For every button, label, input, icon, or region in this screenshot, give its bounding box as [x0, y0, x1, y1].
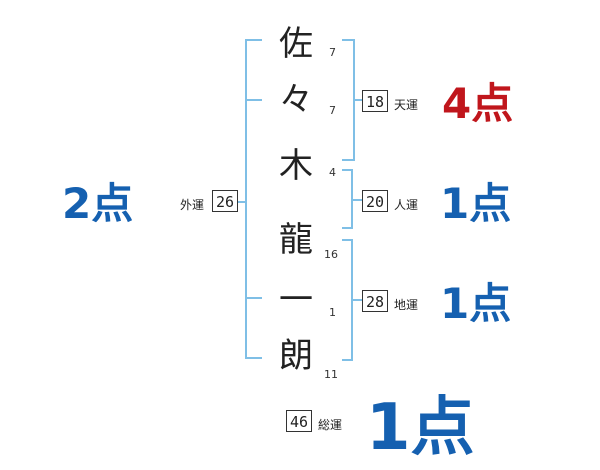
gaiun-bracket [245, 39, 262, 359]
name-char-5: 一 [279, 280, 313, 320]
stroke-count-3: 4 [329, 166, 336, 179]
jinun-label: 人運 [394, 198, 419, 212]
stroke-count-6: 11 [324, 368, 338, 381]
gaiun-label: 外運 [180, 198, 205, 212]
souun-value-box: 46 [286, 410, 312, 432]
stroke-count-2: 7 [329, 104, 336, 117]
stroke-count-5: 1 [329, 306, 336, 319]
chiun-value-box: 28 [362, 290, 388, 312]
jinun-value-box: 20 [362, 190, 388, 212]
gaiun-value-box: 26 [212, 190, 238, 212]
name-char-3: 木 [279, 146, 313, 186]
chiun-score: 1点 [440, 279, 512, 328]
chiun-label: 地運 [394, 298, 419, 312]
tenun-label: 天運 [394, 98, 419, 112]
name-char-4: 龍 [279, 220, 313, 260]
gaiun-score: 2点 [62, 179, 134, 228]
name-char-1: 佐 [279, 24, 313, 64]
chiun-bracket [342, 239, 353, 361]
tenun-value-box: 18 [362, 90, 388, 112]
jinun-bracket [342, 169, 353, 229]
stroke-count-4: 16 [324, 248, 338, 261]
souun-label: 総運 [318, 418, 343, 432]
souun-score: 1点 [366, 391, 475, 465]
tenun-bracket [342, 39, 355, 161]
tenun-score: 4点 [442, 79, 514, 128]
name-char-6: 朗 [279, 336, 313, 376]
stroke-count-1: 7 [329, 46, 336, 59]
name-char-2: 々 [279, 80, 313, 120]
jinun-score: 1点 [440, 179, 512, 228]
